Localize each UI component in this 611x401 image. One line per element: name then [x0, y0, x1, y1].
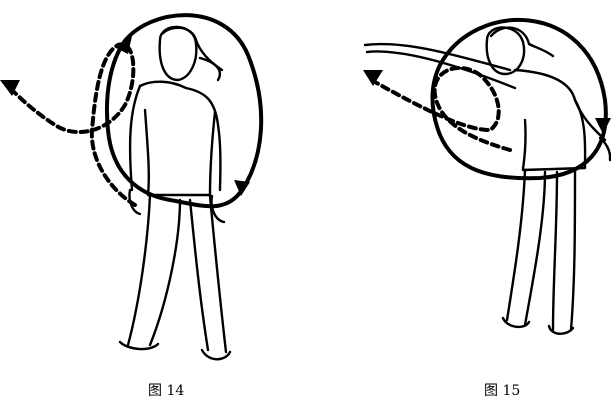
figure-15: 图 15	[305, 0, 611, 401]
dashed-arrowhead	[363, 70, 383, 86]
figure-15-illustration	[363, 17, 611, 335]
person-standing	[118, 25, 232, 361]
figure-14: 图 14	[0, 0, 305, 401]
figure-caption: 图 14	[148, 383, 185, 399]
solid-motion-loop	[104, 13, 264, 209]
dashed-arrowhead	[0, 80, 20, 96]
dashed-motion-loop	[8, 42, 137, 207]
figure-caption: 图 15	[484, 383, 521, 399]
solid-arrowhead	[234, 180, 250, 196]
solid-motion-loop	[430, 17, 608, 181]
person-bending	[363, 26, 611, 335]
figure-14-illustration	[0, 13, 264, 361]
solid-arrowhead	[595, 118, 611, 134]
